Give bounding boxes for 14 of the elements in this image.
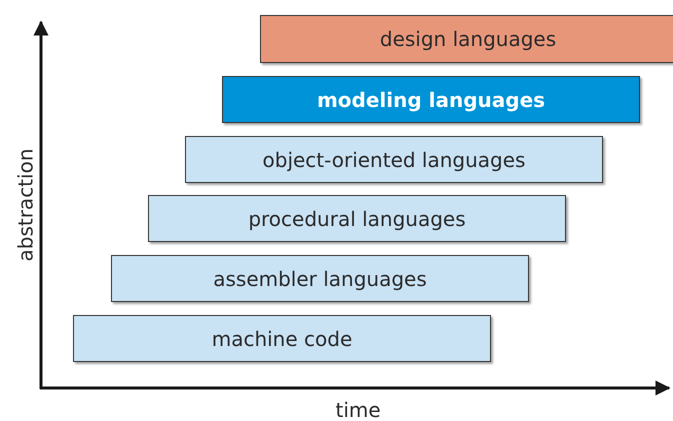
band-label: object-oriented languages [262, 148, 526, 172]
language-band [148, 195, 566, 242]
axis-title: abstraction [13, 148, 37, 262]
language-band [73, 315, 491, 362]
language-band [111, 255, 529, 302]
band-label: design languages [380, 27, 556, 51]
language-band [222, 76, 640, 123]
axis-title: time [336, 398, 381, 421]
language-band [185, 136, 603, 183]
band-label: procedural languages [248, 206, 466, 230]
band-label: assembler languages [213, 266, 427, 290]
language-band [260, 15, 673, 63]
band-label: machine code [212, 326, 352, 350]
band-label: modeling languages [316, 88, 546, 112]
